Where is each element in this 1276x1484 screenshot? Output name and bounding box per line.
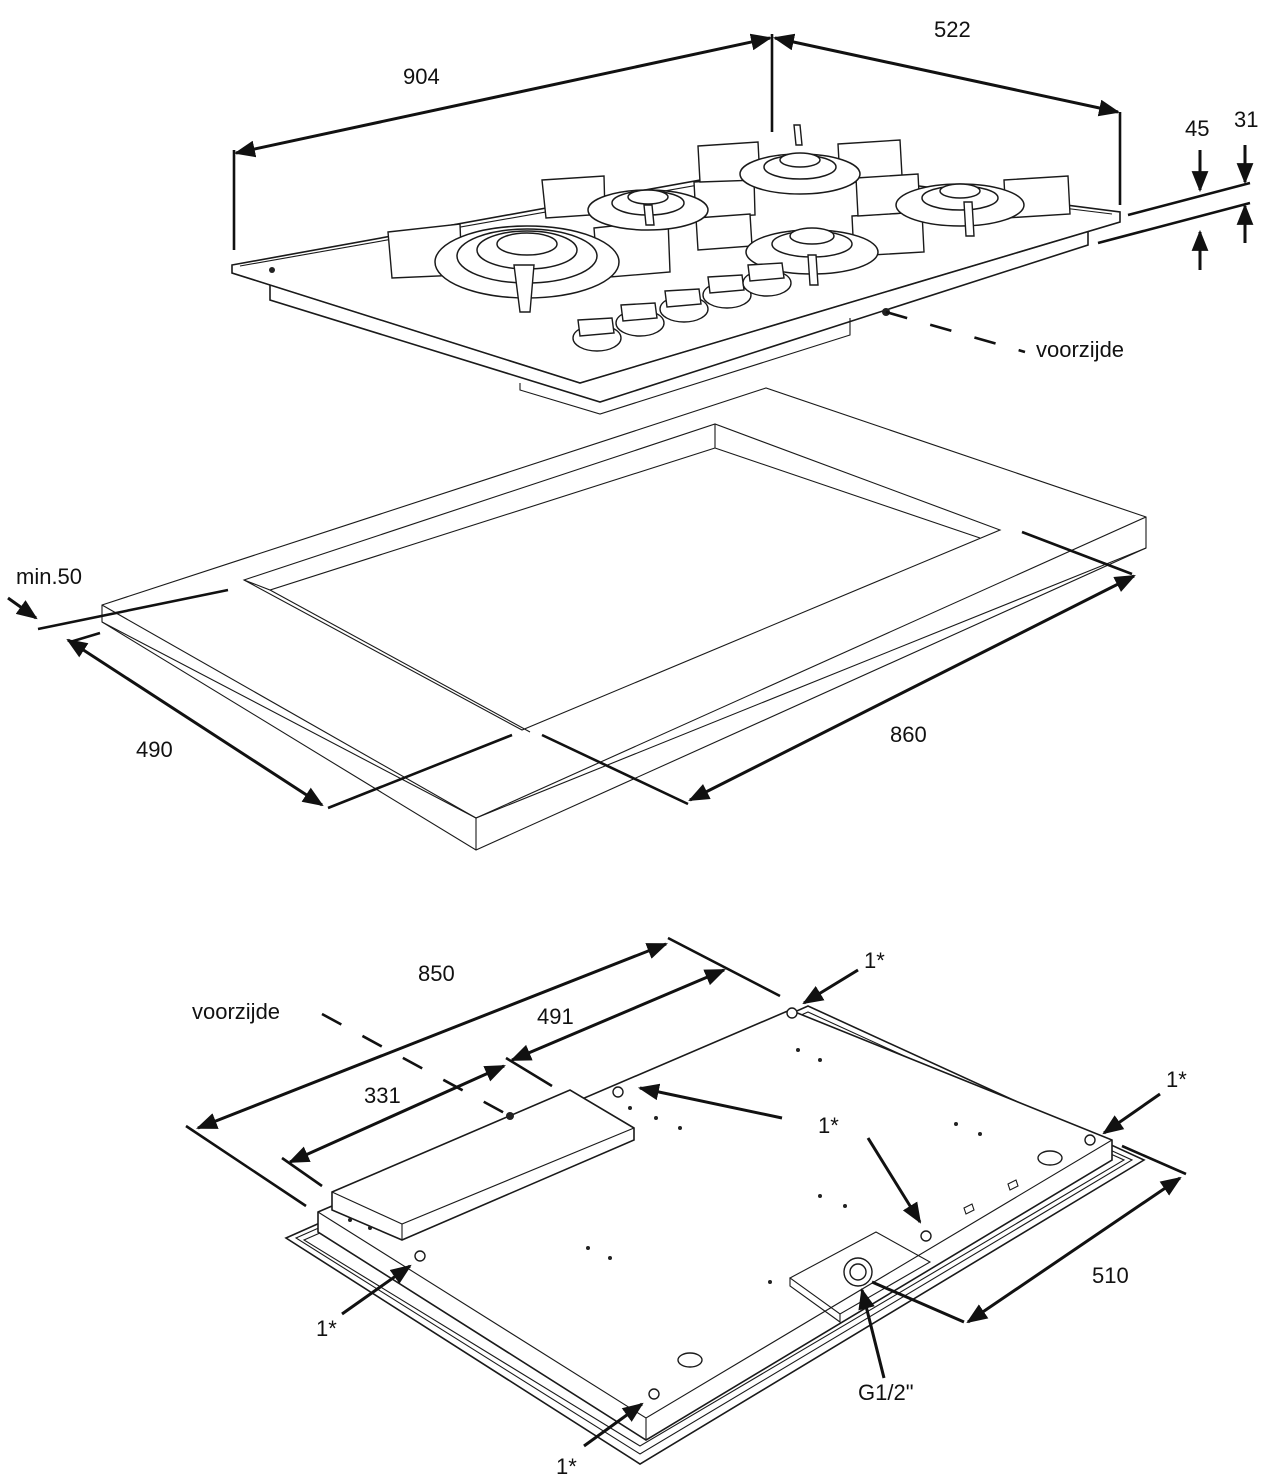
label-850: 850: [418, 961, 455, 986]
label-fixing-1: 1*: [864, 948, 885, 973]
label-31: 31: [1234, 107, 1258, 132]
dimension-510: 510: [966, 1144, 1187, 1324]
burner-right: [895, 183, 1025, 237]
label-fixing-4: 1*: [316, 1316, 337, 1341]
label-fixing-3: 1*: [818, 1113, 839, 1138]
front-indicator-top: voorzijde: [882, 308, 1124, 362]
label-g12: G1/2": [858, 1380, 914, 1405]
dimension-height: 45 31: [1097, 107, 1258, 270]
label-45: 45: [1185, 116, 1209, 141]
control-knobs: [572, 262, 792, 352]
label-490: 490: [136, 737, 173, 762]
front-indicator-bottom: voorzijde: [192, 999, 514, 1120]
label-voorzijde-bottom: voorzijde: [192, 999, 280, 1024]
label-min50: min.50: [16, 564, 82, 589]
dimension-331: 331: [281, 1064, 506, 1188]
dimension-904: 904: [232, 33, 774, 250]
dimension-min50: min.50: [7, 564, 229, 644]
label-522: 522: [934, 17, 971, 42]
hob-top-view: 904 522 45 31 voorzijde: [231, 17, 1258, 415]
worktop-cutout: min.50 490 860: [7, 387, 1147, 851]
label-860: 860: [890, 722, 927, 747]
dimension-491: 491: [505, 968, 726, 1088]
dimension-860: 860: [541, 530, 1136, 806]
label-331: 331: [364, 1083, 401, 1108]
label-fixing-2: 1*: [1166, 1067, 1187, 1092]
fixing-callouts: 1* 1* 1* 1* 1*: [316, 948, 1187, 1479]
dimension-522: 522: [772, 17, 1122, 205]
label-491: 491: [537, 1004, 574, 1029]
dimension-490: 490: [66, 638, 513, 810]
label-904: 904: [403, 64, 440, 89]
burner-wok: [434, 225, 620, 313]
label-510: 510: [1092, 1263, 1129, 1288]
gas-connection-callout: G1/2": [858, 1280, 965, 1405]
hob-underside: 850 491 331 voorzijde 510 1*: [185, 936, 1187, 1479]
label-voorzijde-top: voorzijde: [1036, 337, 1124, 362]
label-fixing-5: 1*: [556, 1454, 577, 1479]
burner-rear-center: [739, 124, 861, 195]
burner-rear-left: [587, 189, 709, 231]
